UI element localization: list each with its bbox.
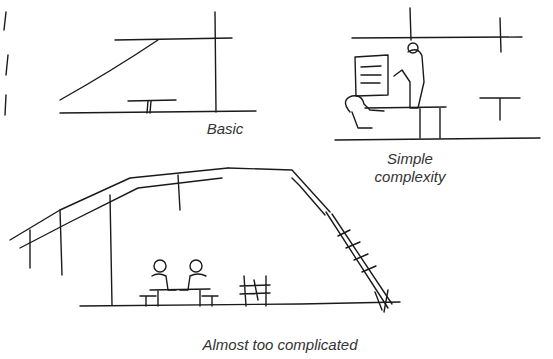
roof-line — [352, 37, 522, 38]
ground-line — [60, 111, 256, 113]
figure-head — [154, 260, 166, 272]
table-leg — [147, 101, 151, 113]
edge-mark — [4, 12, 8, 115]
roof-line — [115, 38, 232, 40]
slanted-rungs — [338, 230, 376, 272]
standing-figure — [394, 50, 424, 108]
shelf-line — [480, 98, 520, 120]
figure-head — [190, 260, 202, 272]
figure-head — [408, 43, 418, 53]
roof-line — [292, 178, 325, 215]
roof-line — [20, 178, 222, 248]
roof-line — [228, 168, 330, 212]
post-line — [29, 230, 30, 268]
seated-figure — [345, 96, 384, 128]
wall-line — [215, 12, 216, 112]
ground-line — [80, 302, 400, 306]
post-line — [60, 175, 180, 305]
ground-line — [335, 138, 540, 140]
wall-line — [410, 8, 501, 52]
table-line — [365, 107, 446, 138]
slanted-foot — [375, 290, 388, 312]
table-top — [128, 100, 176, 101]
board-sketch — [355, 55, 388, 96]
caption-label: Almost too complicated — [170, 336, 390, 354]
roof-line — [60, 40, 158, 100]
roof-line — [10, 168, 228, 240]
slanted-member — [326, 212, 392, 308]
table-bench — [240, 276, 270, 306]
caption-label: Basic — [180, 120, 270, 138]
caption-label: Simple complexity — [368, 150, 452, 186]
seated-figures — [152, 274, 206, 290]
table-bench — [140, 289, 218, 306]
